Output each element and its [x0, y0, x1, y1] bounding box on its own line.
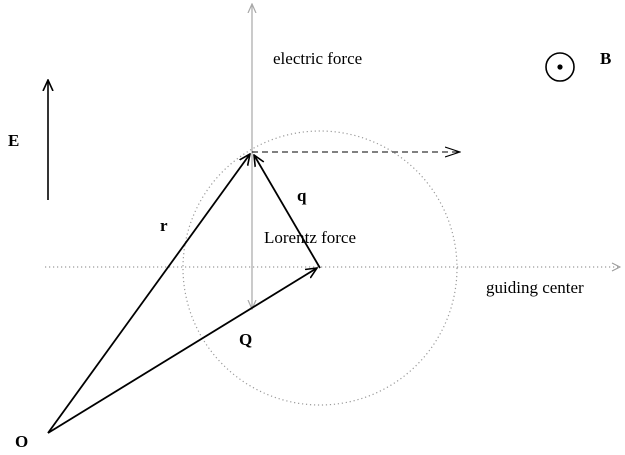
- vector-r-arrow: [47, 154, 250, 434]
- electric-force-label: electric force: [273, 49, 362, 68]
- magnetic-field-out-of-page-icon: [545, 52, 575, 82]
- origin-label: O: [15, 432, 28, 451]
- field-b-label: B: [600, 49, 611, 68]
- guiding-center-line-arrowhead: [611, 262, 622, 272]
- vector-r-label: r: [160, 216, 168, 235]
- vector-big-q-arrow: [47, 268, 317, 434]
- gyration-orbit-circle: [182, 130, 458, 406]
- guiding-center-label: guiding center: [486, 278, 584, 297]
- lorentz-force-label: Lorentz force: [264, 228, 356, 247]
- vector-big-q-label: Q: [239, 330, 252, 349]
- vector-small-q-arrow: [254, 155, 321, 269]
- vector-small-q-label: q: [297, 186, 307, 205]
- field-e-label: E: [8, 131, 19, 150]
